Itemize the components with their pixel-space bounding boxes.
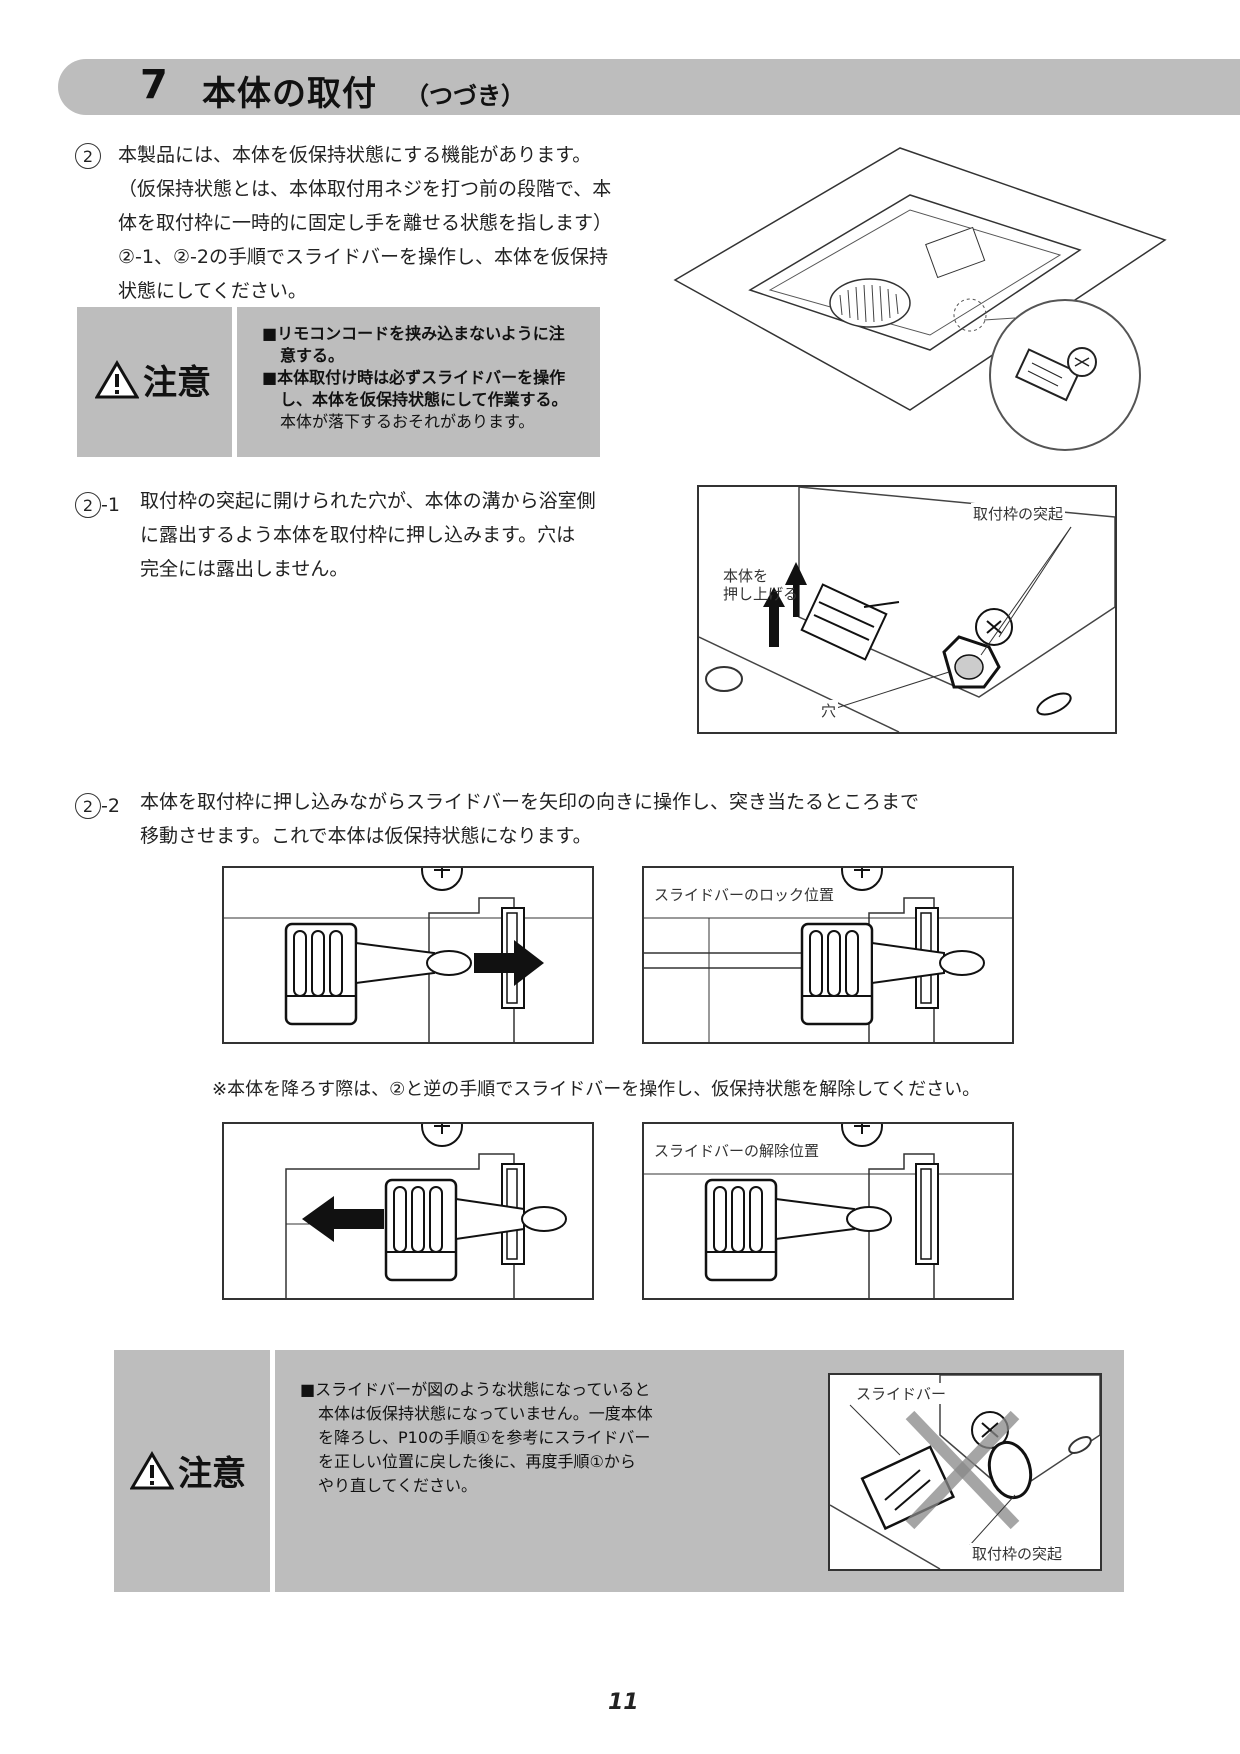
release-note: ※本体を降ろす際は、②と逆の手順でスライドバーを操作し、仮保持状態を解除してくだ… <box>212 1079 981 1100</box>
caution-text-2: ■スライドバーが図のような状態になっていると 本体は仮保持状態になっていません。… <box>300 1380 653 1495</box>
label-slidebar: スライドバー <box>854 1383 949 1404</box>
label-lock-position: スライドバーのロック位置 <box>652 884 837 905</box>
label-protrusion: 取付枠の突起 <box>971 503 1066 524</box>
page-title: 本体の取付 <box>202 74 377 114</box>
figure-step2-1: 取付枠の突起 本体を 押し上げる 穴 <box>697 485 1117 734</box>
figure-incorrect-state: スライドバー 取付枠の突起 <box>828 1373 1102 1571</box>
caution-label-1: 注意 <box>95 355 211 404</box>
step2-1-text: 取付枠の突起に開けられた穴が、本体の溝から浴室側 に露出するよう本体を取付枠に押… <box>140 490 596 580</box>
step2-2-text: 本体を取付枠に押し込みながらスライドバーを矢印の向きに操作し、突き当たるところま… <box>140 791 920 847</box>
label-release-position: スライドバーの解除位置 <box>652 1140 822 1161</box>
figure-release-before <box>222 1122 594 1300</box>
step2-marker: 2 <box>75 143 101 169</box>
caution-divider-2 <box>270 1350 275 1592</box>
caution-divider-1 <box>232 307 237 457</box>
warning-icon <box>95 359 139 398</box>
step2-text: 本製品には、本体を仮保持状態にする機能があります。 （仮保持状態とは、本体取付用… <box>118 144 613 302</box>
caution-label-2: 注意 <box>130 1446 246 1495</box>
label-hole: 穴 <box>819 700 839 721</box>
section-number: 7 <box>140 62 168 108</box>
warning-icon <box>130 1450 174 1489</box>
step2-1-marker: 2-1 <box>75 488 120 522</box>
label-protrusion-2: 取付枠の突起 <box>970 1543 1065 1564</box>
caution-text-1: ■リモコンコードを挟み込まないように注 意する。 ■本体取付け時は必ずスライドバ… <box>262 324 568 431</box>
page-subtitle: （つづき） <box>405 82 525 110</box>
caution-box-1 <box>77 307 600 457</box>
figure-release-position: スライドバーの解除位置 <box>642 1122 1014 1300</box>
label-push-up: 本体を 押し上げる <box>723 567 799 603</box>
figure-lock-before <box>222 866 594 1044</box>
header-band <box>58 59 1240 115</box>
figure-lock-position: スライドバーのロック位置 <box>642 866 1014 1044</box>
step2-2-marker: 2-2 <box>75 789 120 823</box>
page-number: 11 <box>608 1690 639 1715</box>
overview-illustration <box>670 140 1170 460</box>
